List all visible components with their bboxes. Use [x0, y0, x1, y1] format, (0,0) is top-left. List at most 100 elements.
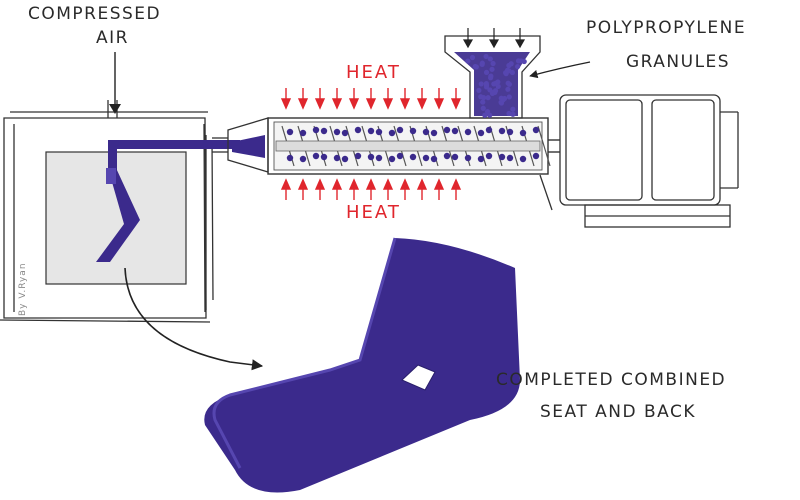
- granule: [476, 87, 482, 93]
- granules-label: GRANULES: [626, 52, 731, 72]
- air-label: AIR: [96, 28, 129, 48]
- granule: [472, 63, 478, 70]
- granule: [422, 128, 430, 136]
- granule: [286, 128, 294, 136]
- granule: [396, 126, 404, 134]
- granule: [409, 127, 417, 135]
- heat-arrow-head: [365, 178, 377, 190]
- compressed-air-label: COMPRESSED: [28, 4, 162, 24]
- granule: [478, 81, 484, 87]
- nozzle: [212, 117, 269, 173]
- product-pointer: [124, 267, 264, 371]
- drive-motor: [539, 94, 739, 228]
- heat-arrow-head: [416, 98, 428, 110]
- granule: [443, 126, 451, 134]
- granule: [477, 155, 485, 163]
- granule: [375, 128, 383, 136]
- granule: [483, 53, 489, 60]
- author-credit: By V.Ryan: [18, 262, 28, 316]
- granule: [483, 69, 490, 75]
- granule: [492, 89, 498, 96]
- heat-arrow-head: [331, 178, 343, 190]
- granule: [506, 110, 512, 117]
- polypropylene-label: POLYPROPYLENE: [586, 18, 747, 38]
- heat-arrows-top: [280, 88, 462, 110]
- heat-arrow-head: [416, 178, 428, 190]
- granule: [451, 153, 459, 161]
- granule: [480, 105, 486, 111]
- heat-arrows-bottom: [280, 178, 462, 200]
- granule: [320, 153, 328, 161]
- granule: [299, 155, 307, 163]
- granule: [312, 126, 320, 134]
- granule: [485, 126, 493, 134]
- heat-arrow-head: [382, 178, 394, 190]
- granule: [532, 152, 540, 160]
- heat-arrow-head: [399, 178, 411, 190]
- seat-back-label: SEAT AND BACK: [540, 402, 696, 422]
- granule: [509, 69, 516, 76]
- molten-granules: [286, 126, 540, 163]
- granule: [483, 82, 490, 88]
- granule: [367, 153, 375, 161]
- granule: [396, 152, 404, 160]
- granule: [490, 60, 496, 67]
- granule: [504, 67, 511, 73]
- granule: [409, 153, 417, 161]
- granules-pointer: [529, 61, 591, 79]
- mould-frame: [0, 100, 214, 323]
- granule: [485, 95, 491, 101]
- heat-arrow-head: [399, 98, 411, 110]
- heat-arrow-head: [348, 98, 360, 110]
- heat-arrow-head: [365, 98, 377, 110]
- heat-arrow-head: [433, 98, 445, 110]
- heat-arrow-head: [450, 98, 462, 110]
- heat-arrow-head: [348, 178, 360, 190]
- granule: [443, 152, 451, 160]
- granule: [388, 129, 396, 137]
- granule: [482, 112, 488, 118]
- granule: [488, 73, 494, 79]
- granule: [367, 127, 375, 135]
- granule: [464, 154, 472, 162]
- granule: [506, 81, 513, 87]
- granule: [510, 106, 516, 112]
- granule: [489, 66, 495, 72]
- granule: [312, 152, 320, 160]
- screw-core: [275, 140, 541, 152]
- heat-arrow-head: [280, 178, 292, 190]
- granule: [521, 58, 527, 65]
- heat-arrow-head: [433, 178, 445, 190]
- granule: [506, 128, 514, 136]
- granule: [341, 155, 349, 163]
- hopper-granules: [465, 53, 527, 118]
- granule: [485, 152, 493, 160]
- granule: [430, 129, 438, 137]
- heat-arrow-head: [314, 178, 326, 190]
- granule: [491, 81, 497, 87]
- granule: [388, 155, 396, 163]
- granule: [477, 129, 485, 137]
- granule: [498, 127, 506, 135]
- granule: [451, 127, 459, 135]
- granule: [333, 128, 341, 136]
- completed-seat: [204, 237, 521, 493]
- heat-arrow-head: [450, 178, 462, 190]
- granule: [464, 128, 472, 136]
- heat-arrow-head: [331, 98, 343, 110]
- granule: [498, 153, 506, 161]
- heat-label-bottom: HEAT: [346, 202, 401, 223]
- granule: [430, 155, 438, 163]
- granule: [506, 154, 514, 162]
- heat-label-top: HEAT: [346, 62, 401, 83]
- granule: [465, 58, 471, 64]
- granule: [341, 129, 349, 137]
- granule: [480, 99, 486, 105]
- granule: [286, 154, 294, 162]
- granule: [481, 95, 487, 101]
- granule: [469, 54, 476, 61]
- granule: [299, 129, 307, 137]
- granule: [375, 154, 383, 162]
- granule: [532, 126, 540, 134]
